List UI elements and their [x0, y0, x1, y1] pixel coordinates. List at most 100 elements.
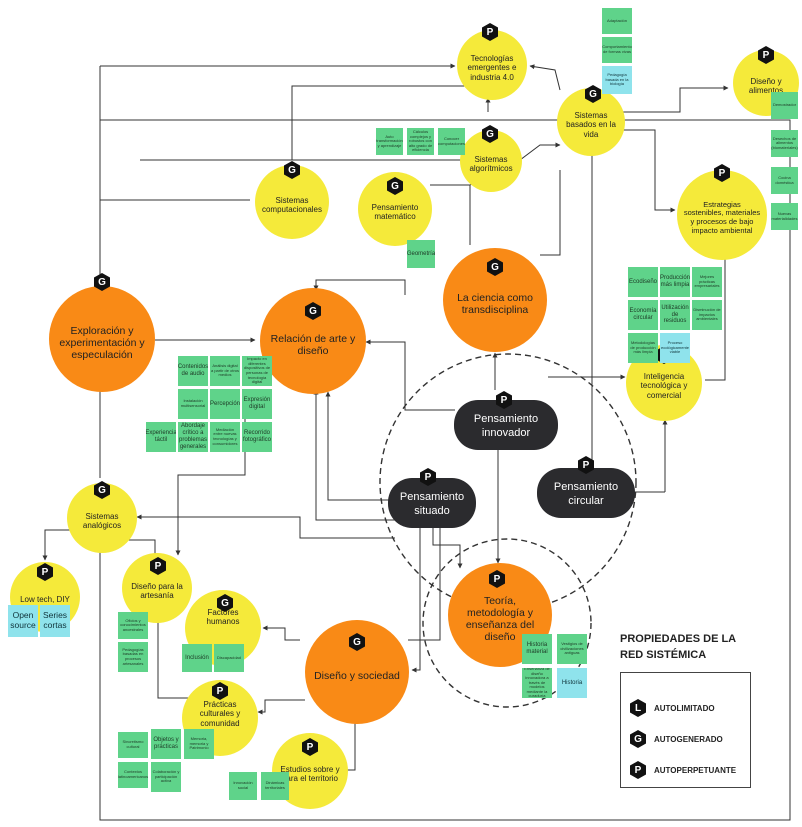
node-estudios-label: Estudios sobre y para el territorio [280, 764, 340, 783]
node-sistemas-analogicos-label: Sistemas analógicos [82, 511, 122, 530]
badge-p-icon: P [480, 22, 500, 42]
node-pensamiento-situado[interactable]: Pensamiento situado [388, 478, 476, 528]
node-sociedad[interactable]: Diseño y sociedad [305, 620, 409, 724]
line-sit-to-sociedad2 [408, 528, 441, 641]
note-inclusion: Inclusión [182, 644, 212, 672]
note-memoria: Memoria, memoria y Patrimonio [184, 729, 214, 759]
badge-p-icon: P [756, 45, 776, 65]
node-estrategias[interactable]: Estrategias sostenibles, materiales y pr… [677, 170, 767, 260]
note-open-source: Open source [8, 605, 38, 637]
note-proceso-ecologico: Proceso ecológicamente viable [660, 333, 690, 363]
note-percepcion: Percepción [210, 389, 240, 419]
legend-label-autogenerado: AUTOGENERADO [654, 734, 723, 744]
node-estrategias-label: Estrategias sostenibles, materiales y pr… [683, 199, 761, 235]
node-factores-label: Factores humanos [206, 607, 240, 626]
node-ciencia-label: La ciencia como transdisciplina [457, 291, 533, 316]
note-dinamicas: Dinámicas territoriales [261, 772, 289, 800]
badge-l-icon: L [628, 698, 648, 718]
note-vestigios: Vestigios de civilizaciones antiguas [557, 634, 587, 664]
badge-p-icon: P [712, 163, 732, 183]
node-tecnologias[interactable]: Tecnologías emergentes e industria 4.0 [457, 30, 527, 100]
node-artesania-label: Diseño para la artesanía [131, 581, 183, 600]
line-soc-to-practicas [257, 699, 305, 715]
line-sit-to-relacion2 [313, 389, 395, 521]
note-disminucion: Disminución de impactos ambientales [692, 300, 722, 330]
node-pensamiento-innovador-label: Pensamiento innovador [473, 413, 539, 439]
note-comportamiento: Comportamiento de formas vivas [602, 37, 632, 63]
badge-g-icon: G [215, 593, 235, 613]
note-nuevas: Nuevas materialidades [771, 203, 798, 230]
line-soc-to-factores [262, 625, 300, 641]
badge-g-icon: G [385, 176, 405, 196]
legend-title: PROPIEDADES DE LA RED SISTÉMICA [620, 632, 780, 664]
badge-g-icon: G [92, 480, 112, 500]
note-series-cortas: Series cortas [40, 605, 70, 637]
note-colaboracion: Colaboración y participación activa [151, 762, 181, 792]
note-analisis-digital: Análisis digital a partir de otros medio… [210, 356, 240, 386]
line-comp-to-tec [291, 85, 488, 160]
note-impacto-digitales: Impacto en diferentes dispositivos de pe… [242, 356, 272, 386]
node-pensamiento-innovador[interactable]: Pensamiento innovador [454, 400, 558, 450]
line-ciencia-right [540, 170, 561, 256]
note-auto-transformacion: Auto transformación y aprendizaje [376, 128, 403, 155]
note-ensenanza-diseno: Enseñanza de diseño innovadora a través … [522, 668, 552, 698]
note-abordaje: Abordaje crítico a problemas generales [178, 422, 208, 452]
note-recorrido: Recorrido fotográfico [242, 422, 272, 452]
note-cocina: Cocina doméstica [771, 167, 798, 194]
node-pensamiento-situado-label: Pensamiento situado [399, 491, 465, 517]
line-inn-to-relacion [365, 339, 455, 411]
note-discapacidad: Discapacidad [214, 644, 244, 672]
node-lowtech-label: Low tech, DIY [20, 595, 70, 605]
legend-label-autoperpetuante: AUTOPERPETUANTE [654, 765, 737, 775]
note-sincretismo: Sincretismo cultural [118, 732, 148, 758]
line-sit-to-analog [136, 514, 395, 539]
legend-item-autogenerado: G AUTOGENERADO [628, 729, 723, 749]
line-sit-to-teoria [432, 528, 463, 569]
badge-p-icon: P [35, 562, 55, 582]
node-diseno-alimentos-label: Diseño y alimentos [748, 76, 784, 95]
legend-item-autolimitado: L AUTOLIMITADO [628, 698, 715, 718]
note-oficios: Oficios y conocimientos ancestrales [118, 612, 148, 639]
badge-p-icon: P [418, 467, 438, 487]
badge-g-icon: G [583, 84, 603, 104]
node-exploracion[interactable]: Exploración y experimentación y especula… [49, 286, 155, 392]
badge-p-icon: P [628, 760, 648, 780]
note-mediacion: Mediación entre nuevas tecnologías y con… [210, 422, 240, 452]
node-pensamiento-circular-label: Pensamiento circular [553, 481, 619, 507]
note-expresion-digital: Expresión digital [242, 389, 272, 419]
note-historia: Historia [557, 668, 587, 698]
line-vida-to-alimentos [620, 85, 729, 113]
node-pensamiento-circular[interactable]: Pensamiento circular [537, 468, 635, 518]
note-economia-circular: Economía circular [628, 300, 658, 330]
node-relacion-label: Relación de arte y diseño [270, 332, 356, 357]
badge-p-icon: P [300, 737, 320, 757]
badge-g-icon: G [347, 632, 367, 652]
note-objetos-practicas: Objetos y prácticas [151, 729, 181, 759]
note-demostrador: Demostrador [771, 92, 798, 119]
badge-g-icon: G [480, 124, 500, 144]
note-pedagogias-artesanales: Pedagogías basadas en procesos artesanal… [118, 642, 148, 672]
note-calculos: Cálculos complejos y robustos con alto g… [407, 128, 434, 155]
node-relacion[interactable]: Relación de arte y diseño [260, 288, 366, 394]
line-vida-to-tec [529, 64, 561, 91]
node-practicas-label: Prácticas culturales y comunidad [199, 700, 241, 728]
line-prac-to-artesania [155, 606, 190, 699]
note-ecodiseno: Ecodiseño [628, 267, 658, 297]
node-pensamiento-matematico-label: Pensamiento matemático [371, 202, 419, 221]
line-ciencia-to-relacion [313, 279, 406, 295]
note-conocer: Conocer computaciones [438, 128, 465, 155]
note-mejores-practicas: Mejores prácticas empresariales [692, 267, 722, 297]
node-sistemas-vida-label: Sistemas basados en la vida [566, 111, 616, 139]
node-sociedad-label: Diseño y sociedad [314, 669, 400, 682]
badge-p-icon: P [487, 569, 507, 589]
badge-g-icon: G [628, 729, 648, 749]
note-instalacion: Instalación multisensorial [178, 389, 208, 419]
note-pedagogia-biologia: Pedagogía basada en la biología [602, 66, 632, 94]
note-desechos: Desechos de alimentos (biomateriales) [771, 130, 798, 157]
line-vida-to-estrategias [620, 129, 676, 213]
note-metodologias-limpia: Metodologías de producción más limpia [628, 333, 658, 363]
line-sit-to-relacion [325, 391, 395, 501]
badge-p-icon: P [494, 390, 514, 410]
badge-p-icon: P [148, 556, 168, 576]
